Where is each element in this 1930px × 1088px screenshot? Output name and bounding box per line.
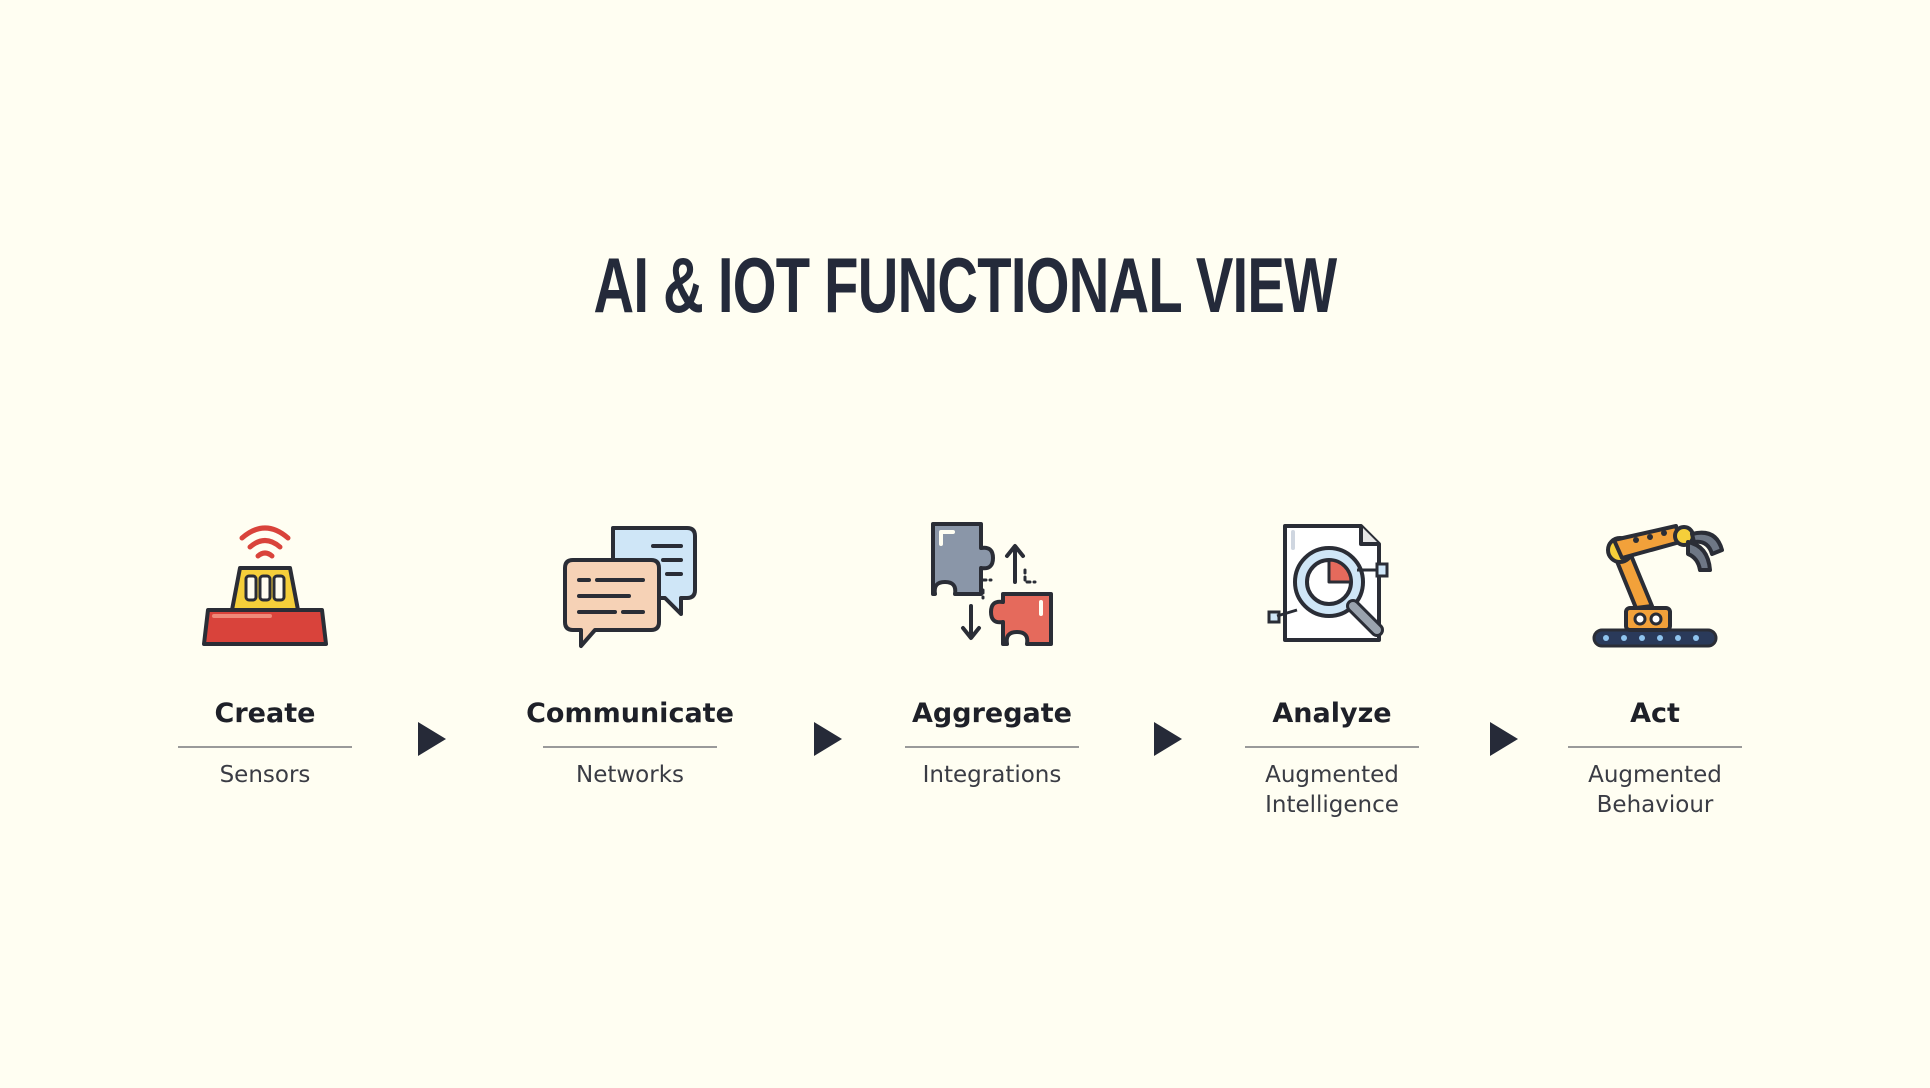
step-create: Create Sensors [95,510,435,790]
puzzle-pieces-icon [917,510,1067,660]
page-title: AI & IOT FUNCTIONAL VIEW [593,241,1338,329]
step-sub-line: Augmented [1265,762,1399,788]
divider [178,746,352,748]
step-label: Create [214,698,316,729]
step-sub: Augmented Intelligence [1162,760,1502,820]
divider [543,746,717,748]
divider [1568,746,1742,748]
step-act: Act Augmented Behaviour [1485,510,1825,820]
sensor-beacon-icon [190,510,340,660]
step-sub-line: Intelligence [1265,792,1399,818]
play-arrow-icon [1490,722,1518,756]
chat-bubbles-icon [555,510,705,660]
step-sub-line: Sensors [219,762,311,788]
step-sub-line: Integrations [922,762,1062,788]
step-sub-line: Augmented [1588,762,1722,788]
robot-arm-icon [1580,510,1730,660]
step-aggregate: Aggregate Integrations [822,510,1162,790]
magnifier-chart-icon [1257,510,1407,660]
play-arrow-icon [814,722,842,756]
step-sub-line: Networks [575,762,684,788]
play-arrow-icon [418,722,446,756]
step-sub: Sensors [95,760,435,790]
step-label: Act [1630,698,1680,729]
step-label: Communicate [526,698,734,729]
step-analyze: Analyze Augmented Intelligence [1162,510,1502,820]
step-label: Analyze [1272,698,1392,729]
divider [1245,746,1419,748]
step-sub: Integrations [822,760,1162,790]
divider [905,746,1079,748]
step-label: Aggregate [912,698,1072,729]
step-sub: Networks [460,760,800,790]
play-arrow-icon [1154,722,1182,756]
step-sub-line: Behaviour [1596,792,1714,818]
step-communicate: Communicate Networks [460,510,800,790]
step-sub: Augmented Behaviour [1485,760,1825,820]
